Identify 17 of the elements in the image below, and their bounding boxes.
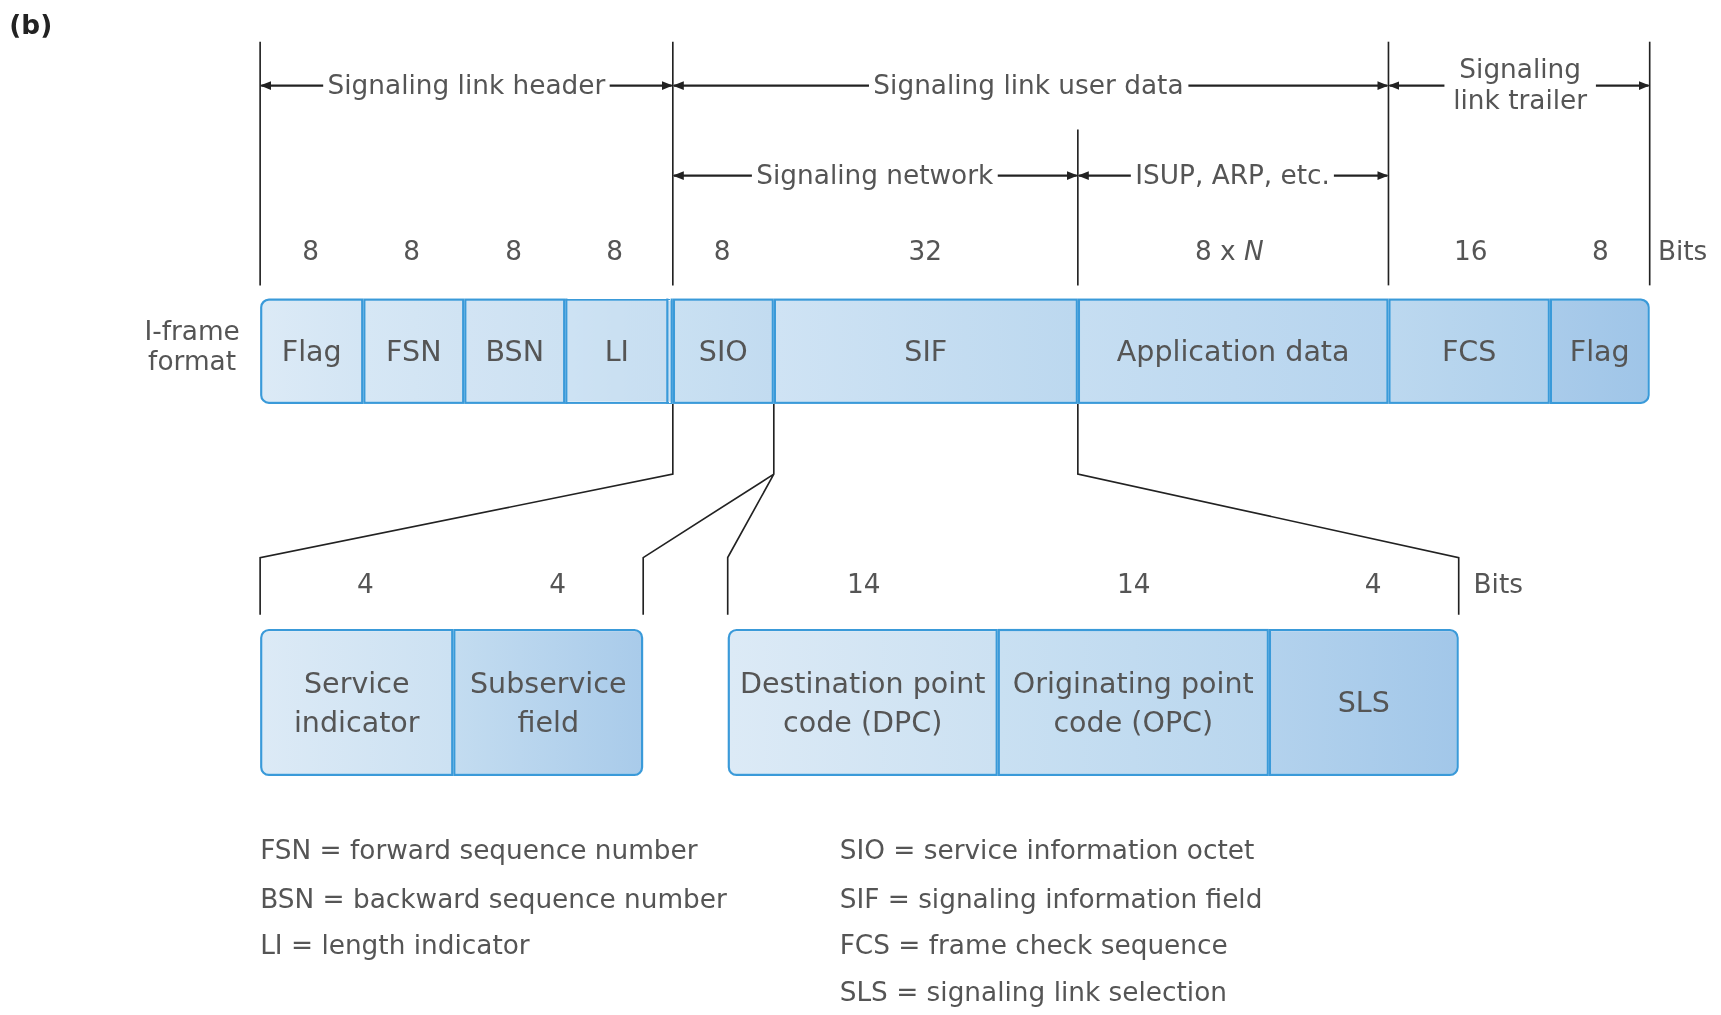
frame-field: FSN [363,298,465,404]
frame-field: SIF [773,298,1078,404]
frame-field: Flag [1549,298,1650,404]
frame-field: Service indicator [260,628,454,776]
frame-field: LI [565,298,673,404]
abbreviation-note: LI = length indicator [260,931,530,962]
frame-field: BSN [464,298,566,404]
frame-field: FCS [1388,298,1550,404]
frame-field: Destination point code (DPC) [727,628,998,776]
frame-field: Subservice field [453,628,644,776]
frame-field: Application data [1077,298,1389,404]
abbreviation-note: SLS = signaling link selection [839,978,1227,1009]
frame-field: SIO [672,298,774,404]
frame-field: Originating point code (OPC) [997,628,1269,776]
frame-field: SLS [1268,628,1459,776]
abbreviation-note: FCS = frame check sequence [839,931,1228,962]
frame-field: Flag [260,298,364,404]
